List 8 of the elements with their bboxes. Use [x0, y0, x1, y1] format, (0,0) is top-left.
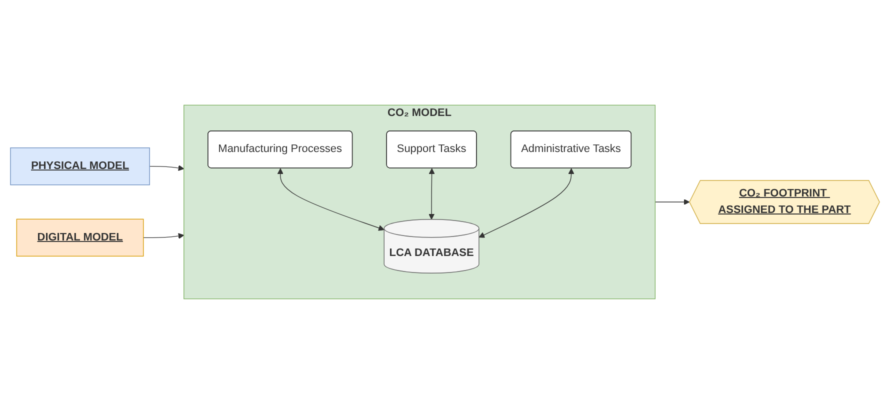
node-box: PHYSICAL MODEL [10, 147, 150, 186]
arrow [654, 198, 690, 206]
arrow [149, 165, 184, 171]
arrow [277, 168, 384, 231]
arrow [143, 233, 184, 239]
node-box: DIGITAL MODEL [16, 218, 144, 257]
arrow [428, 168, 435, 220]
arrow [478, 168, 574, 238]
